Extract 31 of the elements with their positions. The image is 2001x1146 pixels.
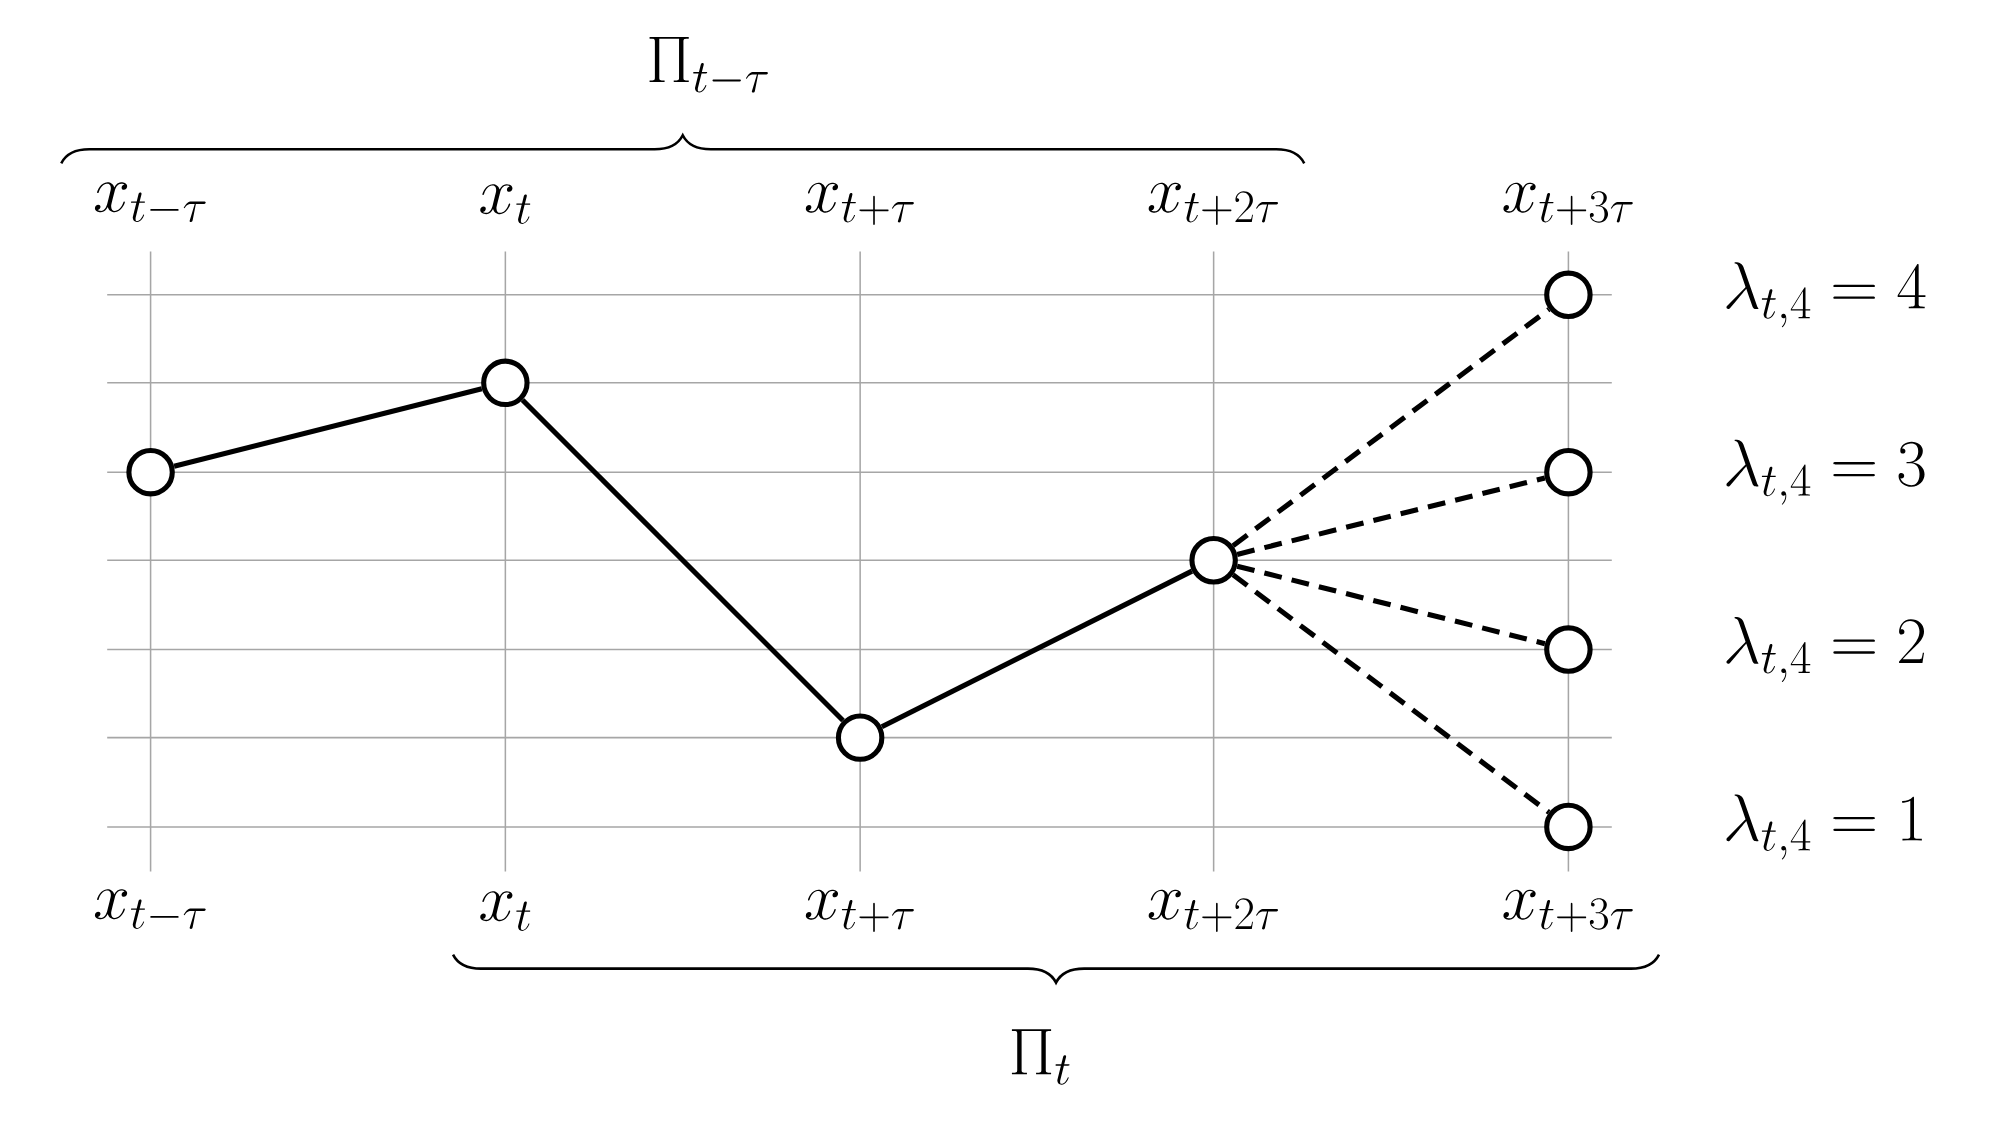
circle-marker [126,447,175,497]
circle-marker [1189,536,1238,585]
circle-marker [835,713,885,762]
axis-label: $x_{t+3\tau}$ [1503,889,1633,932]
value-label: $\lambda_{t,4} = 1$ [1726,794,1922,860]
dashed-line [1236,563,1546,647]
axis-label: $x_{t+\tau}$ [805,182,914,225]
dashed-line [1236,475,1546,557]
brace-label: $\Pi_{t}$ [1011,1029,1070,1085]
axis-label: $x_{t-\tau}$ [94,889,206,930]
axis-label: $x_{t+\tau}$ [805,889,914,932]
circle-marker [1544,625,1593,674]
circle-marker [1544,447,1593,497]
axis-label: $x_{t+3\tau}$ [1503,182,1633,225]
axis-label: $x_{t-\tau}$ [94,182,206,223]
axis-label: $x_{t+2\tau}$ [1148,889,1279,932]
circle-marker [1544,270,1593,320]
line [173,386,483,469]
axis-label: $x_{t+2\tau}$ [1148,182,1279,225]
dashed-line [1231,572,1551,815]
value-label: $\lambda_{t,4} = 4$ [1726,262,1926,328]
dashed-line [1231,307,1551,548]
circle-marker [481,358,530,408]
line [520,398,845,723]
value-label: $\lambda_{t,4} = 2$ [1726,617,1925,683]
axis-label: $x_{t}$ [480,184,531,224]
brace-label: $\Pi_{t-\tau}$ [649,36,768,93]
axis-label: $x_{t}$ [480,891,531,931]
value-label: $\lambda_{t,4} = 3$ [1726,439,1925,505]
line [880,568,1194,730]
circle-marker [1544,802,1593,852]
